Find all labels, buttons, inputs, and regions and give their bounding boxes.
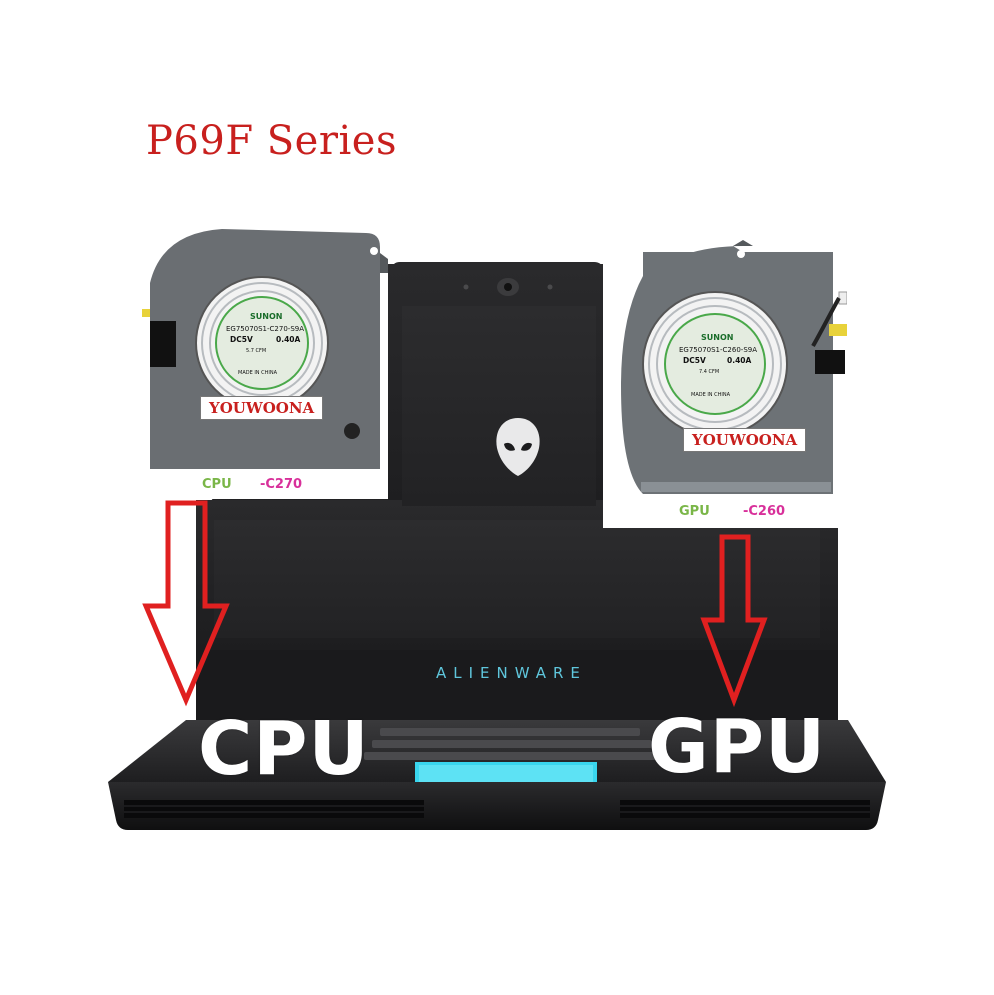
alienware-logo-icon (496, 418, 540, 476)
gpu-fan-image: SUNON EG75070S1-C260-S9A DC5V 0.40A 7.4 … (621, 240, 848, 494)
cpu-callout-label: CPU (198, 706, 370, 792)
gpu-sticker-cfm: 7.4 CFM (699, 369, 719, 375)
cpu-sticker-cfm: 5.7 CFM (246, 348, 266, 354)
cpu-sticker-power: DC5V (230, 335, 253, 344)
cpu-type-label: CPU (202, 477, 232, 492)
gpu-fan-panel: SUNON EG75070S1-C260-S9A DC5V 0.40A 7.4 … (603, 236, 848, 528)
cpu-sticker-brand: SUNON (250, 312, 282, 321)
cpu-sticker-model: EG75070S1-C270-S9A (226, 325, 304, 333)
gpu-sticker-brand: SUNON (701, 333, 733, 342)
keyboard-keys (364, 728, 660, 760)
laptop-screen (402, 306, 596, 506)
cpu-arrow-icon (142, 500, 230, 707)
gpu-type-label: GPU (679, 504, 710, 519)
gpu-sticker-current: 0.40A (727, 356, 752, 365)
gpu-sticker-power: DC5V (683, 356, 706, 365)
laptop-brand-text: ALIENWARE (436, 664, 587, 682)
gpu-code-label: -C260 (743, 504, 786, 519)
keyboard-deck (108, 720, 886, 782)
front-vents (124, 800, 870, 818)
cpu-watermark: YOUWOONA (200, 396, 324, 420)
series-title: P69F Series (146, 118, 397, 164)
cpu-fan-image: SUNON EG75070S1-C270-S9A DC5V 0.40A 5.7 … (142, 229, 388, 469)
gpu-watermark: YOUWOONA (683, 428, 807, 452)
gpu-arrow-icon (700, 534, 768, 708)
cpu-sticker-current: 0.40A (276, 335, 301, 344)
gpu-callout-label: GPU (648, 704, 827, 790)
cpu-fan-panel: SUNON EG75070S1-C270-S9A DC5V 0.40A 5.7 … (142, 213, 388, 499)
gpu-sticker-model: EG75070S1-C260-S9A (679, 346, 757, 354)
cpu-sticker-origin: MADE IN CHINA (238, 370, 278, 376)
gpu-sticker-origin: MADE IN CHINA (691, 392, 731, 398)
cpu-code-label: -C270 (260, 477, 303, 492)
